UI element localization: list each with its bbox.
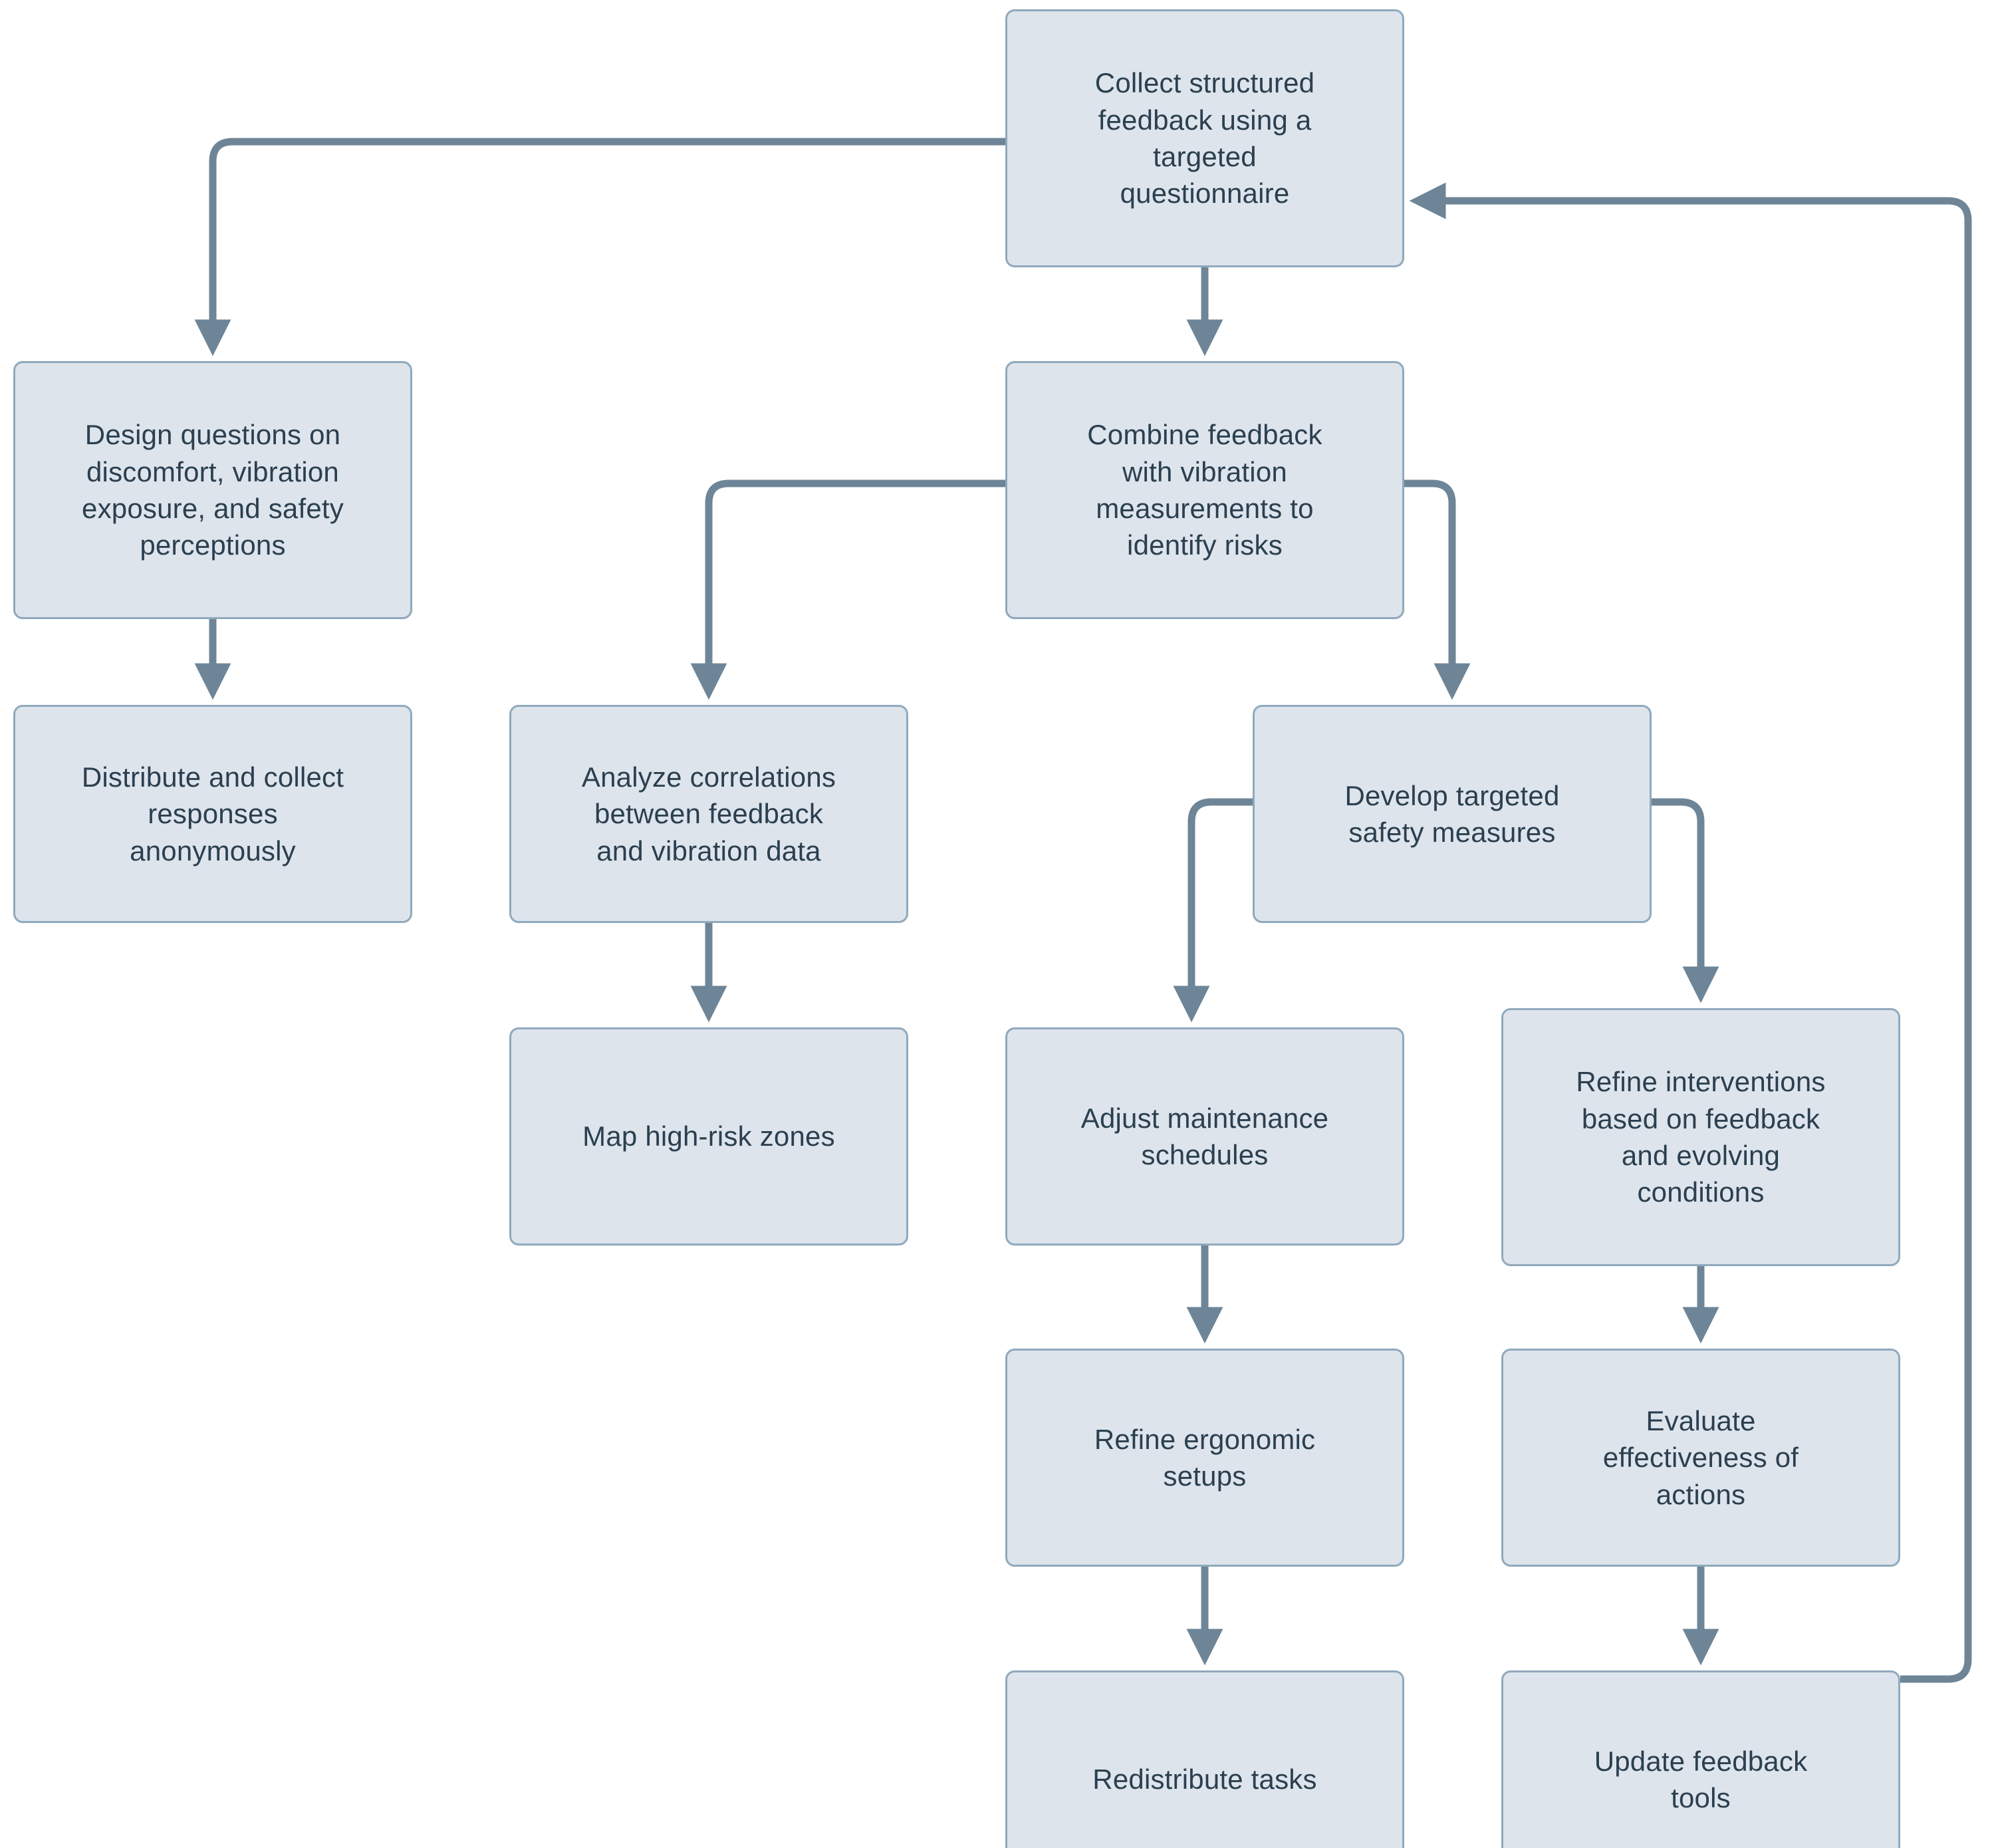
node-redistribute-tasks[interactable]: Redistribute tasks bbox=[1005, 1670, 1404, 1848]
node-label-evaluate-effectiveness: Evaluate effectiveness of actions bbox=[1602, 1404, 1799, 1510]
node-label-refine-ergonomic-setups: Refine ergonomic setups bbox=[1094, 1423, 1316, 1492]
node-label-update-feedback-tools: Update feedback tools bbox=[1594, 1745, 1808, 1813]
node-label-develop-safety-measures: Develop targeted safety measures bbox=[1344, 779, 1560, 848]
edge-develop-to-refine-interventions bbox=[1652, 798, 1719, 1003]
node-label-collect-structured-feedback: Collect structured feedback using a targ… bbox=[1094, 67, 1315, 209]
node-label-design-questions: Design questions on discomfort, vibratio… bbox=[82, 419, 344, 561]
node-distribute-collect-responses[interactable]: Distribute and collect responses anonymo… bbox=[13, 705, 412, 923]
node-refine-ergonomic-setups[interactable]: Refine ergonomic setups bbox=[1005, 1349, 1404, 1567]
node-label-distribute-collect-responses: Distribute and collect responses anonymo… bbox=[81, 761, 344, 866]
node-map-high-risk-zones[interactable]: Map high-risk zones bbox=[509, 1027, 908, 1246]
node-label-map-high-risk-zones: Map high-risk zones bbox=[582, 1121, 835, 1152]
node-label-analyze-correlations: Analyze correlations between feedback an… bbox=[581, 761, 836, 866]
node-adjust-maintenance-schedules[interactable]: Adjust maintenance schedules bbox=[1005, 1027, 1404, 1246]
edge-combine-to-analyze bbox=[690, 479, 1005, 700]
node-label-refine-interventions: Refine interventions based on feedback a… bbox=[1576, 1066, 1826, 1208]
node-design-questions[interactable]: Design questions on discomfort, vibratio… bbox=[13, 361, 412, 619]
edge-develop-to-adjust bbox=[1173, 798, 1253, 1023]
edge-collect-to-design bbox=[194, 138, 1005, 356]
node-combine-feedback[interactable]: Combine feedback with vibration measurem… bbox=[1005, 361, 1404, 619]
edges-group bbox=[194, 138, 1972, 1683]
node-analyze-correlations[interactable]: Analyze correlations between feedback an… bbox=[509, 705, 908, 923]
edge-update-to-collect-feedback-loop bbox=[1409, 182, 1972, 1683]
node-label-redistribute-tasks: Redistribute tasks bbox=[1092, 1764, 1317, 1795]
edge-combine-to-develop bbox=[1404, 479, 1471, 700]
node-label-adjust-maintenance-schedules: Adjust maintenance schedules bbox=[1080, 1102, 1329, 1170]
node-refine-interventions[interactable]: Refine interventions based on feedback a… bbox=[1501, 1008, 1900, 1266]
node-develop-safety-measures[interactable]: Develop targeted safety measures bbox=[1253, 705, 1652, 923]
node-label-combine-feedback: Combine feedback with vibration measurem… bbox=[1087, 419, 1322, 561]
node-evaluate-effectiveness[interactable]: Evaluate effectiveness of actions bbox=[1501, 1349, 1900, 1567]
node-collect-structured-feedback[interactable]: Collect structured feedback using a targ… bbox=[1005, 9, 1404, 267]
node-update-feedback-tools[interactable]: Update feedback tools bbox=[1501, 1670, 1900, 1848]
